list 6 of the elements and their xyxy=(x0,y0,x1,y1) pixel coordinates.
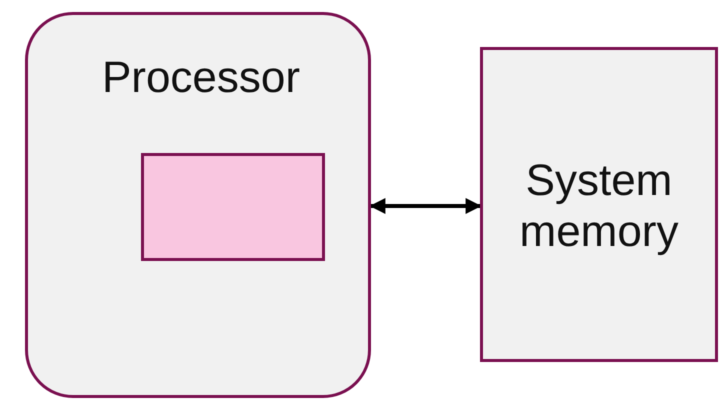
node-label: Processor xyxy=(100,53,302,104)
node-label: System memory xyxy=(518,156,680,258)
double-arrow xyxy=(369,198,482,214)
empty-box xyxy=(141,153,325,261)
node-box xyxy=(25,12,371,398)
node-box xyxy=(480,47,718,362)
